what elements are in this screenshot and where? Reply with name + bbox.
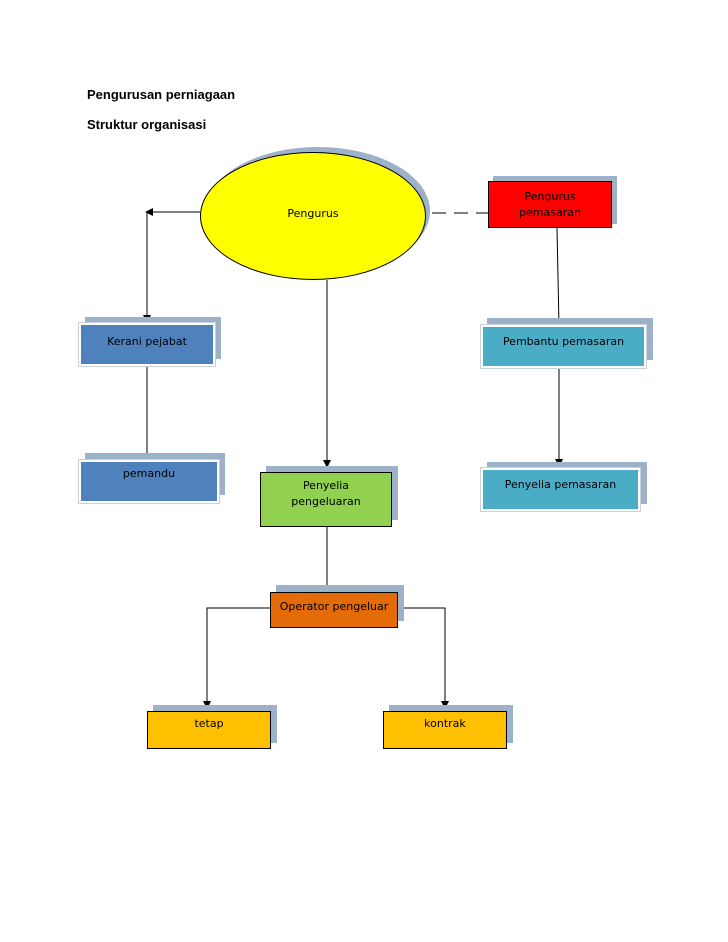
node-penyelia-pemasaran-label: Penyelia pemasaran	[504, 478, 617, 491]
node-kontrak: kontrak	[383, 711, 507, 749]
node-kerani-pejabat: Kerani pejabat	[78, 322, 216, 367]
node-pengurus: Pengurus	[200, 152, 426, 280]
node-pembantu-pemasaran-label: Pembantu pemasaran	[502, 335, 625, 348]
node-penyelia-pengeluaran-label: Penyelia pengeluaran	[291, 479, 361, 508]
node-tetap: tetap	[147, 711, 271, 749]
node-pengurus-label: Pengurus	[287, 207, 339, 220]
node-pemandu-label: pemandu	[122, 467, 176, 480]
document-subtitle: Struktur organisasi	[87, 117, 207, 132]
node-pengurus-pemasaran: Pengurus pemasaran	[488, 181, 612, 228]
connector-operator-kontrak	[398, 607, 449, 709]
node-pengurus-pemasaran-label: Pengurus pemasaran	[519, 190, 581, 219]
node-penyelia-pengeluaran: Penyelia pengeluaran	[260, 472, 392, 527]
document-title: Pengurusan perniagaan	[87, 87, 236, 102]
node-kerani-pejabat-label: Kerani pejabat	[107, 335, 187, 348]
node-tetap-label: tetap	[194, 717, 224, 730]
node-pemandu: pemandu	[78, 459, 220, 504]
node-pembantu-pemasaran: Pembantu pemasaran	[480, 324, 647, 369]
node-operator-pengeluar: Operator pengeluar	[270, 592, 398, 628]
node-penyelia-pemasaran: Penyelia pemasaran	[480, 467, 641, 512]
node-operator-pengeluar-label: Operator pengeluar	[279, 600, 389, 613]
connector-pemasaran-pembantu	[554, 227, 563, 327]
node-kontrak-label: kontrak	[424, 717, 466, 730]
connector-operator-tetap	[203, 607, 270, 709]
